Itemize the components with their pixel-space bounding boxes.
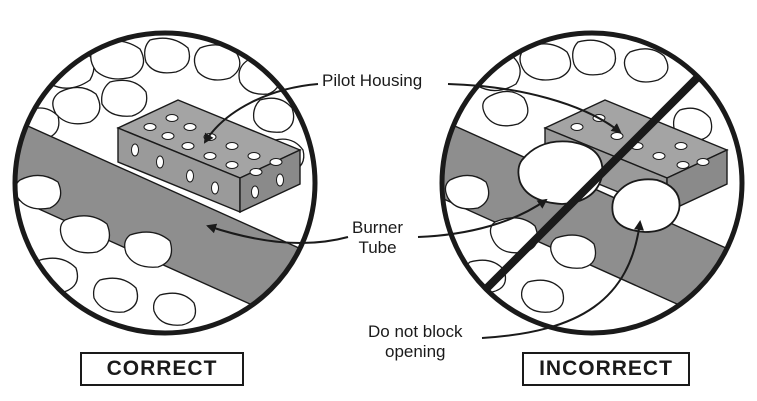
pilot-housing-callout: Pilot Housing <box>322 71 422 91</box>
correct-illustration <box>15 33 315 333</box>
burner-tube-label-line1: Burner <box>352 218 404 237</box>
burner-tube-callout: Burner Tube <box>352 218 403 258</box>
rock-field-bottom <box>15 174 197 326</box>
blocking-rock-1 <box>517 140 604 205</box>
burner-tube-leader-right <box>417 198 548 238</box>
do-not-block-callout: Do not block opening <box>368 322 463 362</box>
blocking-rock-2 <box>611 178 681 233</box>
correct-circle-frame <box>12 30 318 336</box>
correct-label: CORRECT <box>80 352 244 386</box>
do-not-block-leader <box>481 220 644 339</box>
do-not-block-label-line1: Do not block <box>368 322 463 341</box>
pilot-housing-leader-right <box>447 83 622 134</box>
rock-field-top <box>22 37 305 173</box>
do-not-block-label-line2: opening <box>384 342 446 361</box>
prohibition-slash <box>483 74 701 292</box>
burner-tube-leader-left <box>206 223 349 245</box>
pilot-housing-label: Pilot Housing <box>322 71 423 90</box>
incorrect-label: INCORRECT <box>522 352 690 386</box>
burner-tube-label-line2: Tube <box>358 238 397 257</box>
incorrect-circle-frame <box>439 30 745 336</box>
burner-tube-band <box>15 116 315 333</box>
pilot-housing-leader-left <box>203 83 319 144</box>
